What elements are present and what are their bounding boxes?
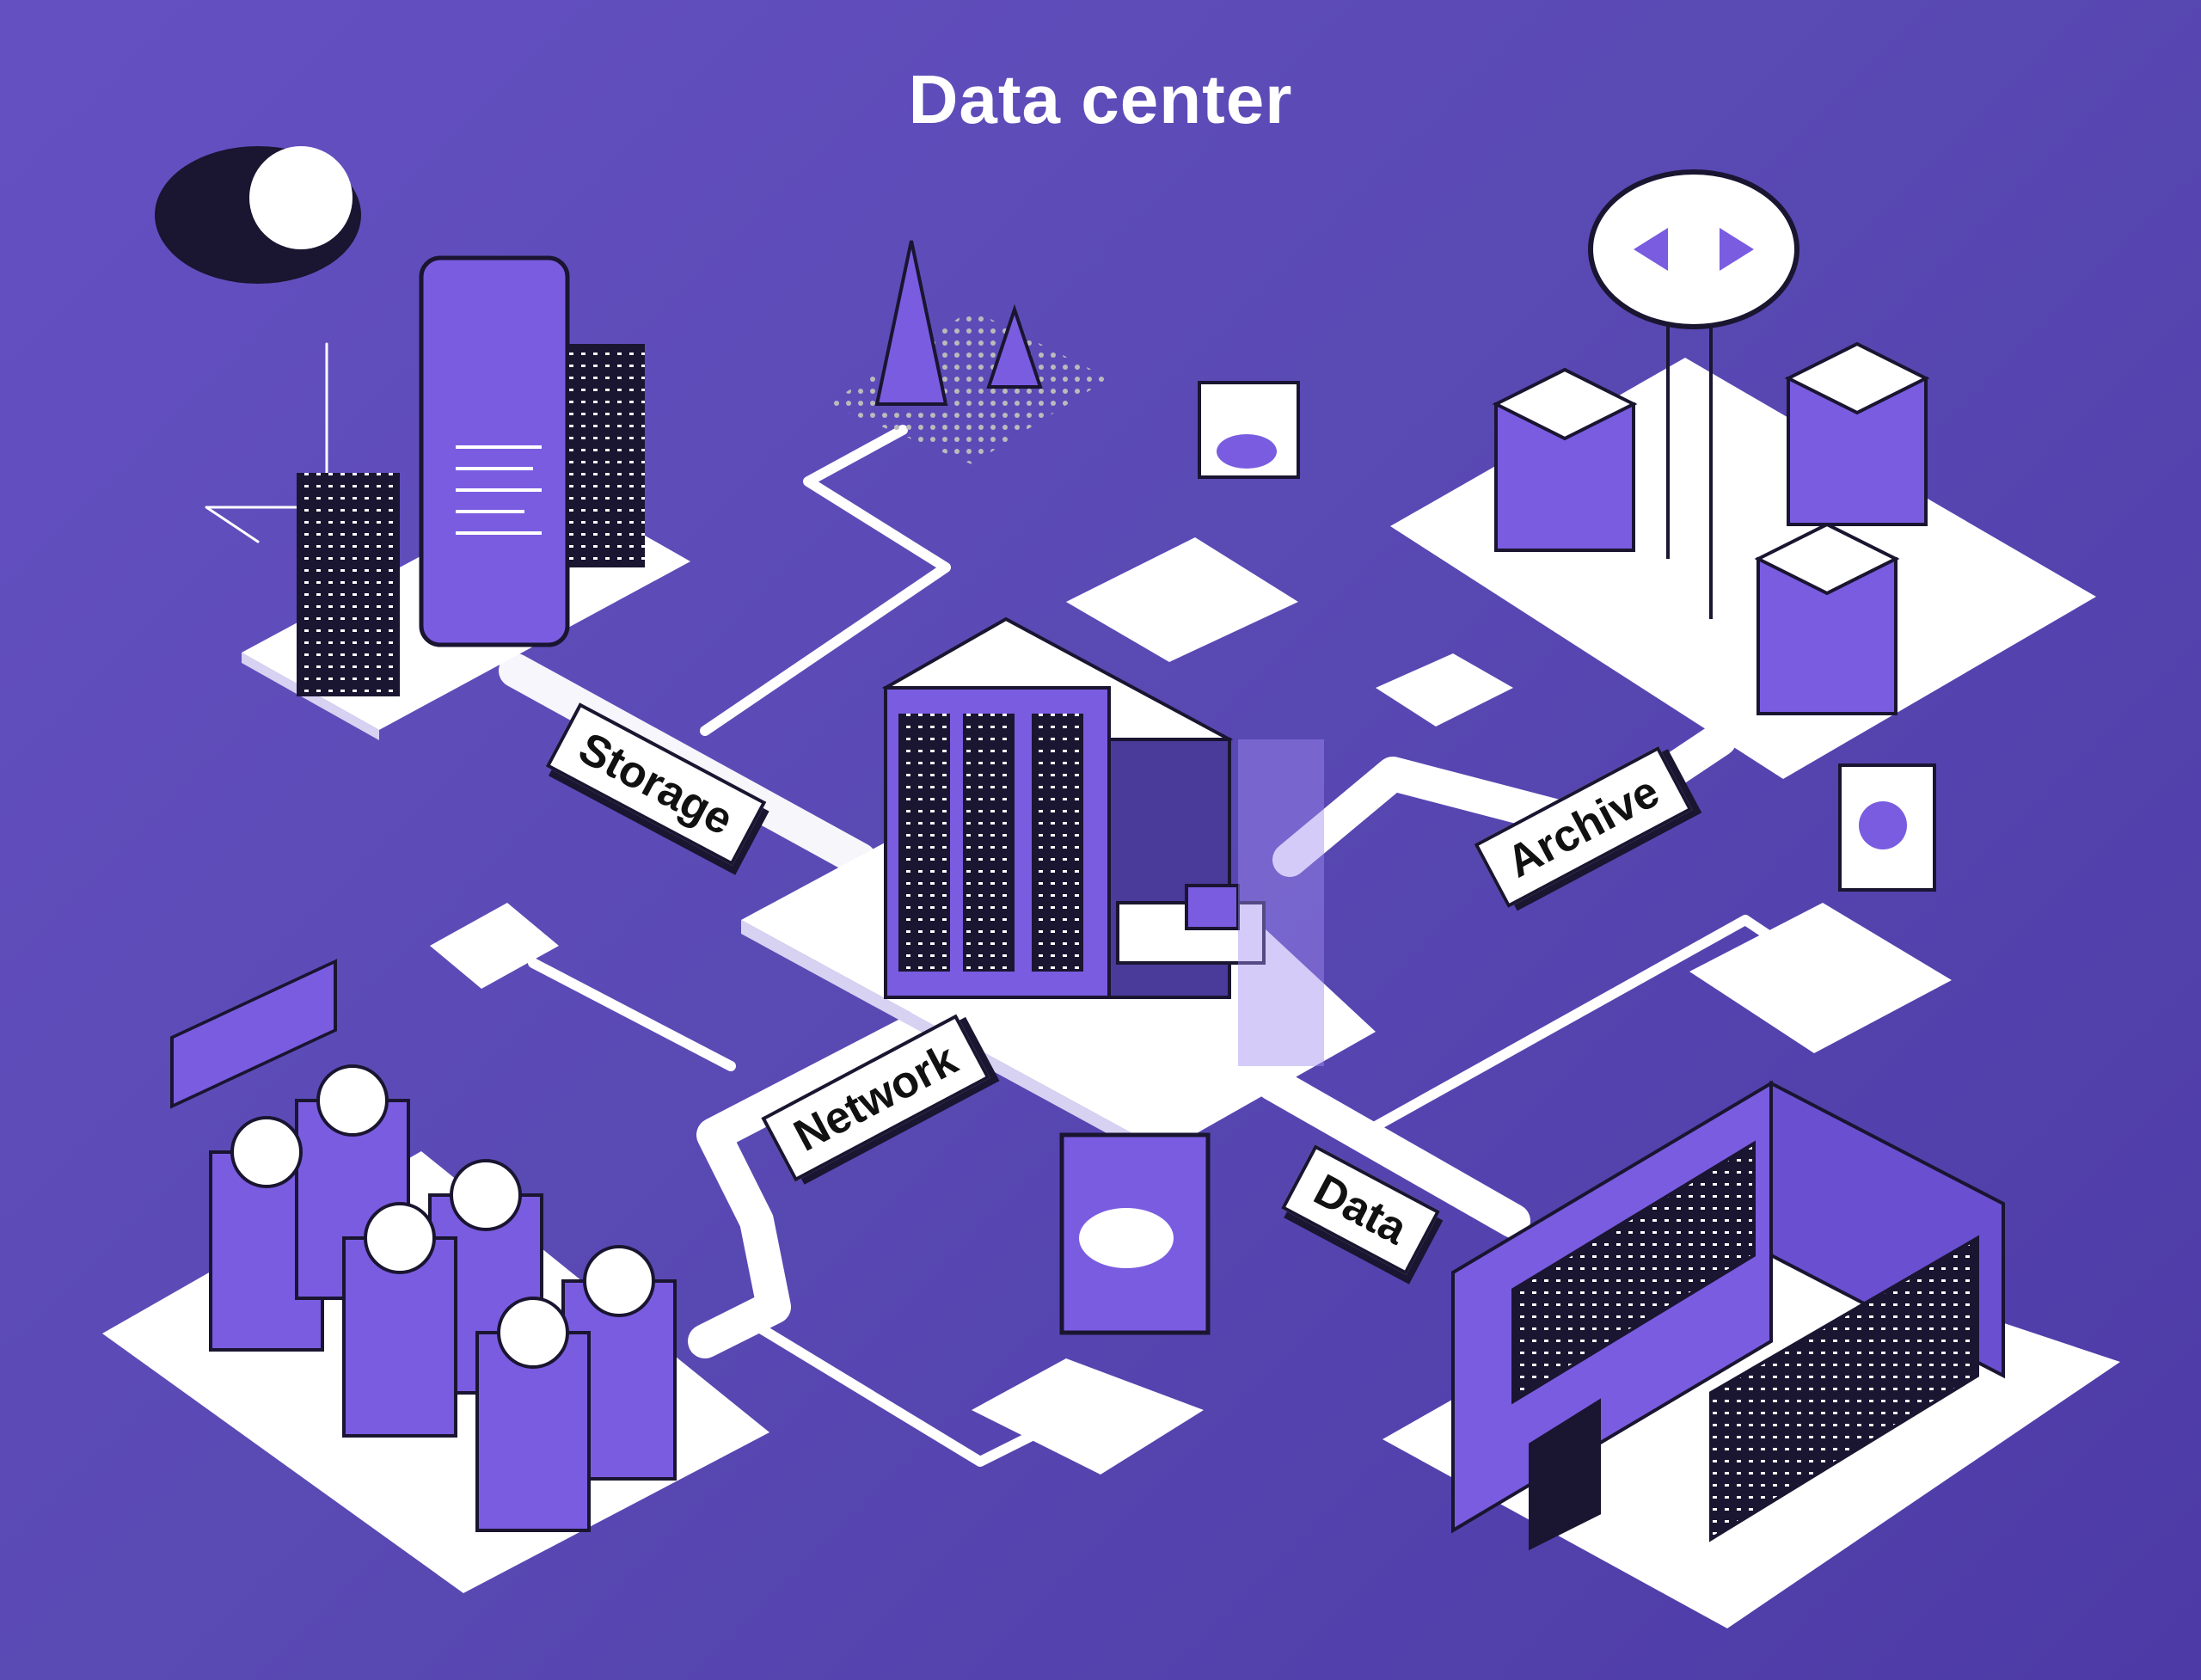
chart-platform (1689, 903, 1952, 1053)
door (1529, 1398, 1601, 1551)
fans-panel (170, 959, 337, 1109)
glass-partition (1238, 739, 1324, 1066)
gear-platform (430, 903, 559, 989)
connection-paths (205, 342, 1776, 1467)
cones-icon (874, 240, 1043, 406)
cone-platform (828, 310, 1109, 464)
cloud-heart-icon (155, 146, 361, 284)
storage-building (297, 255, 645, 696)
page-title: Data center (908, 61, 1293, 138)
pie-chart-screen (1838, 763, 1936, 892)
monitor (1185, 884, 1240, 930)
cooling-servers (209, 1064, 677, 1532)
server-room (1451, 1080, 2005, 1551)
cloud-transfer-icon (1588, 169, 1799, 619)
cloud-download-screen (1198, 381, 1300, 479)
cloud-screen-platform (972, 1358, 1204, 1475)
woman-platform (1066, 537, 1298, 662)
central-server-rack (881, 616, 1324, 1066)
laptop-platform (1376, 653, 1513, 727)
archive-servers (1492, 341, 1930, 715)
cloud-sync-screen (1059, 1132, 1211, 1335)
